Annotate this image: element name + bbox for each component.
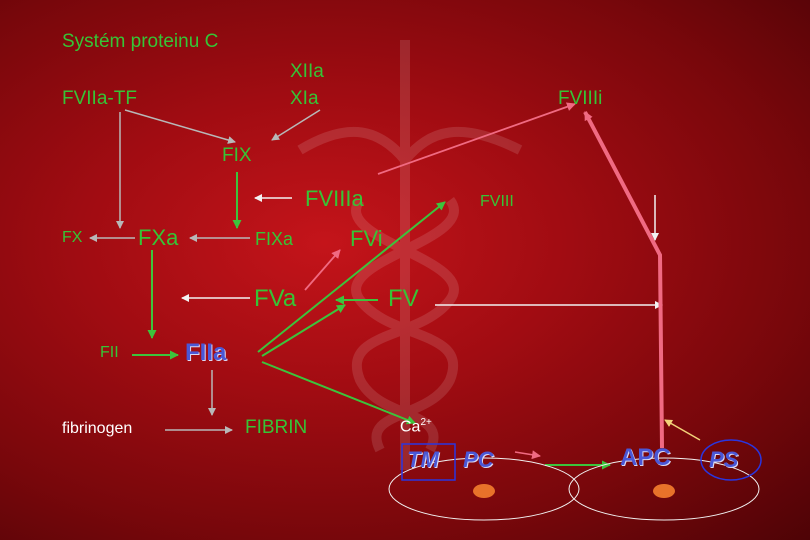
arrow-fviiia-to-fviiii bbox=[377, 102, 576, 175]
arrow-ps-to-apc bbox=[664, 419, 701, 441]
membrane-ellipse-right bbox=[568, 457, 760, 521]
arrow-fviiatf-to-fix bbox=[124, 109, 236, 144]
label-fii: FII bbox=[100, 344, 119, 361]
caduceus-watermark bbox=[297, 40, 523, 470]
arrow-fiia-to-fviiia bbox=[257, 201, 446, 353]
label-fviiia: FVIIIa bbox=[305, 186, 364, 211]
cell-dot-right bbox=[653, 484, 675, 498]
label-fv: FV bbox=[388, 285, 419, 312]
label-ca: Ca2+ bbox=[400, 417, 432, 436]
arrow-fva-to-fvi bbox=[304, 249, 341, 291]
label-fiia: FIIa bbox=[185, 339, 227, 366]
ps-ellipse bbox=[700, 439, 762, 481]
label-fix: FIX bbox=[222, 145, 252, 166]
label-fxa: FXa bbox=[138, 225, 179, 250]
cell-dot-left bbox=[473, 484, 495, 498]
label-fva: FVa bbox=[254, 285, 297, 312]
diagram-title: Systém proteinu C bbox=[62, 31, 219, 52]
label-ca-superscript: 2+ bbox=[420, 417, 432, 428]
label-fvi: FVi bbox=[350, 226, 383, 251]
label-xiia: XIIa bbox=[290, 61, 324, 82]
arrow-fiia-to-tm bbox=[261, 361, 416, 425]
arrow-fiia-to-fva bbox=[261, 304, 346, 357]
label-fixa: FIXa bbox=[255, 229, 294, 249]
arrow-pc-small bbox=[514, 450, 541, 460]
arrow-apc-to-fviiii bbox=[583, 111, 664, 449]
membrane-ellipse-left bbox=[388, 457, 580, 521]
label-pc: PC bbox=[463, 447, 494, 472]
label-fx: FX bbox=[62, 229, 83, 246]
label-fibrin: FIBRIN bbox=[245, 417, 308, 438]
label-fviii: FVIII bbox=[480, 193, 514, 210]
tm-box bbox=[401, 443, 456, 481]
label-fviiii: FVIIIi bbox=[558, 88, 603, 109]
label-apc: APC bbox=[620, 444, 671, 471]
label-fviia-tf: FVIIa-TF bbox=[62, 88, 137, 109]
arrow-xia-to-fix bbox=[271, 109, 321, 141]
label-ps: PS bbox=[709, 447, 739, 472]
label-tm: TM bbox=[407, 447, 439, 472]
label-xia: XIa bbox=[290, 88, 319, 109]
label-fibrinogen: fibrinogen bbox=[62, 420, 133, 437]
